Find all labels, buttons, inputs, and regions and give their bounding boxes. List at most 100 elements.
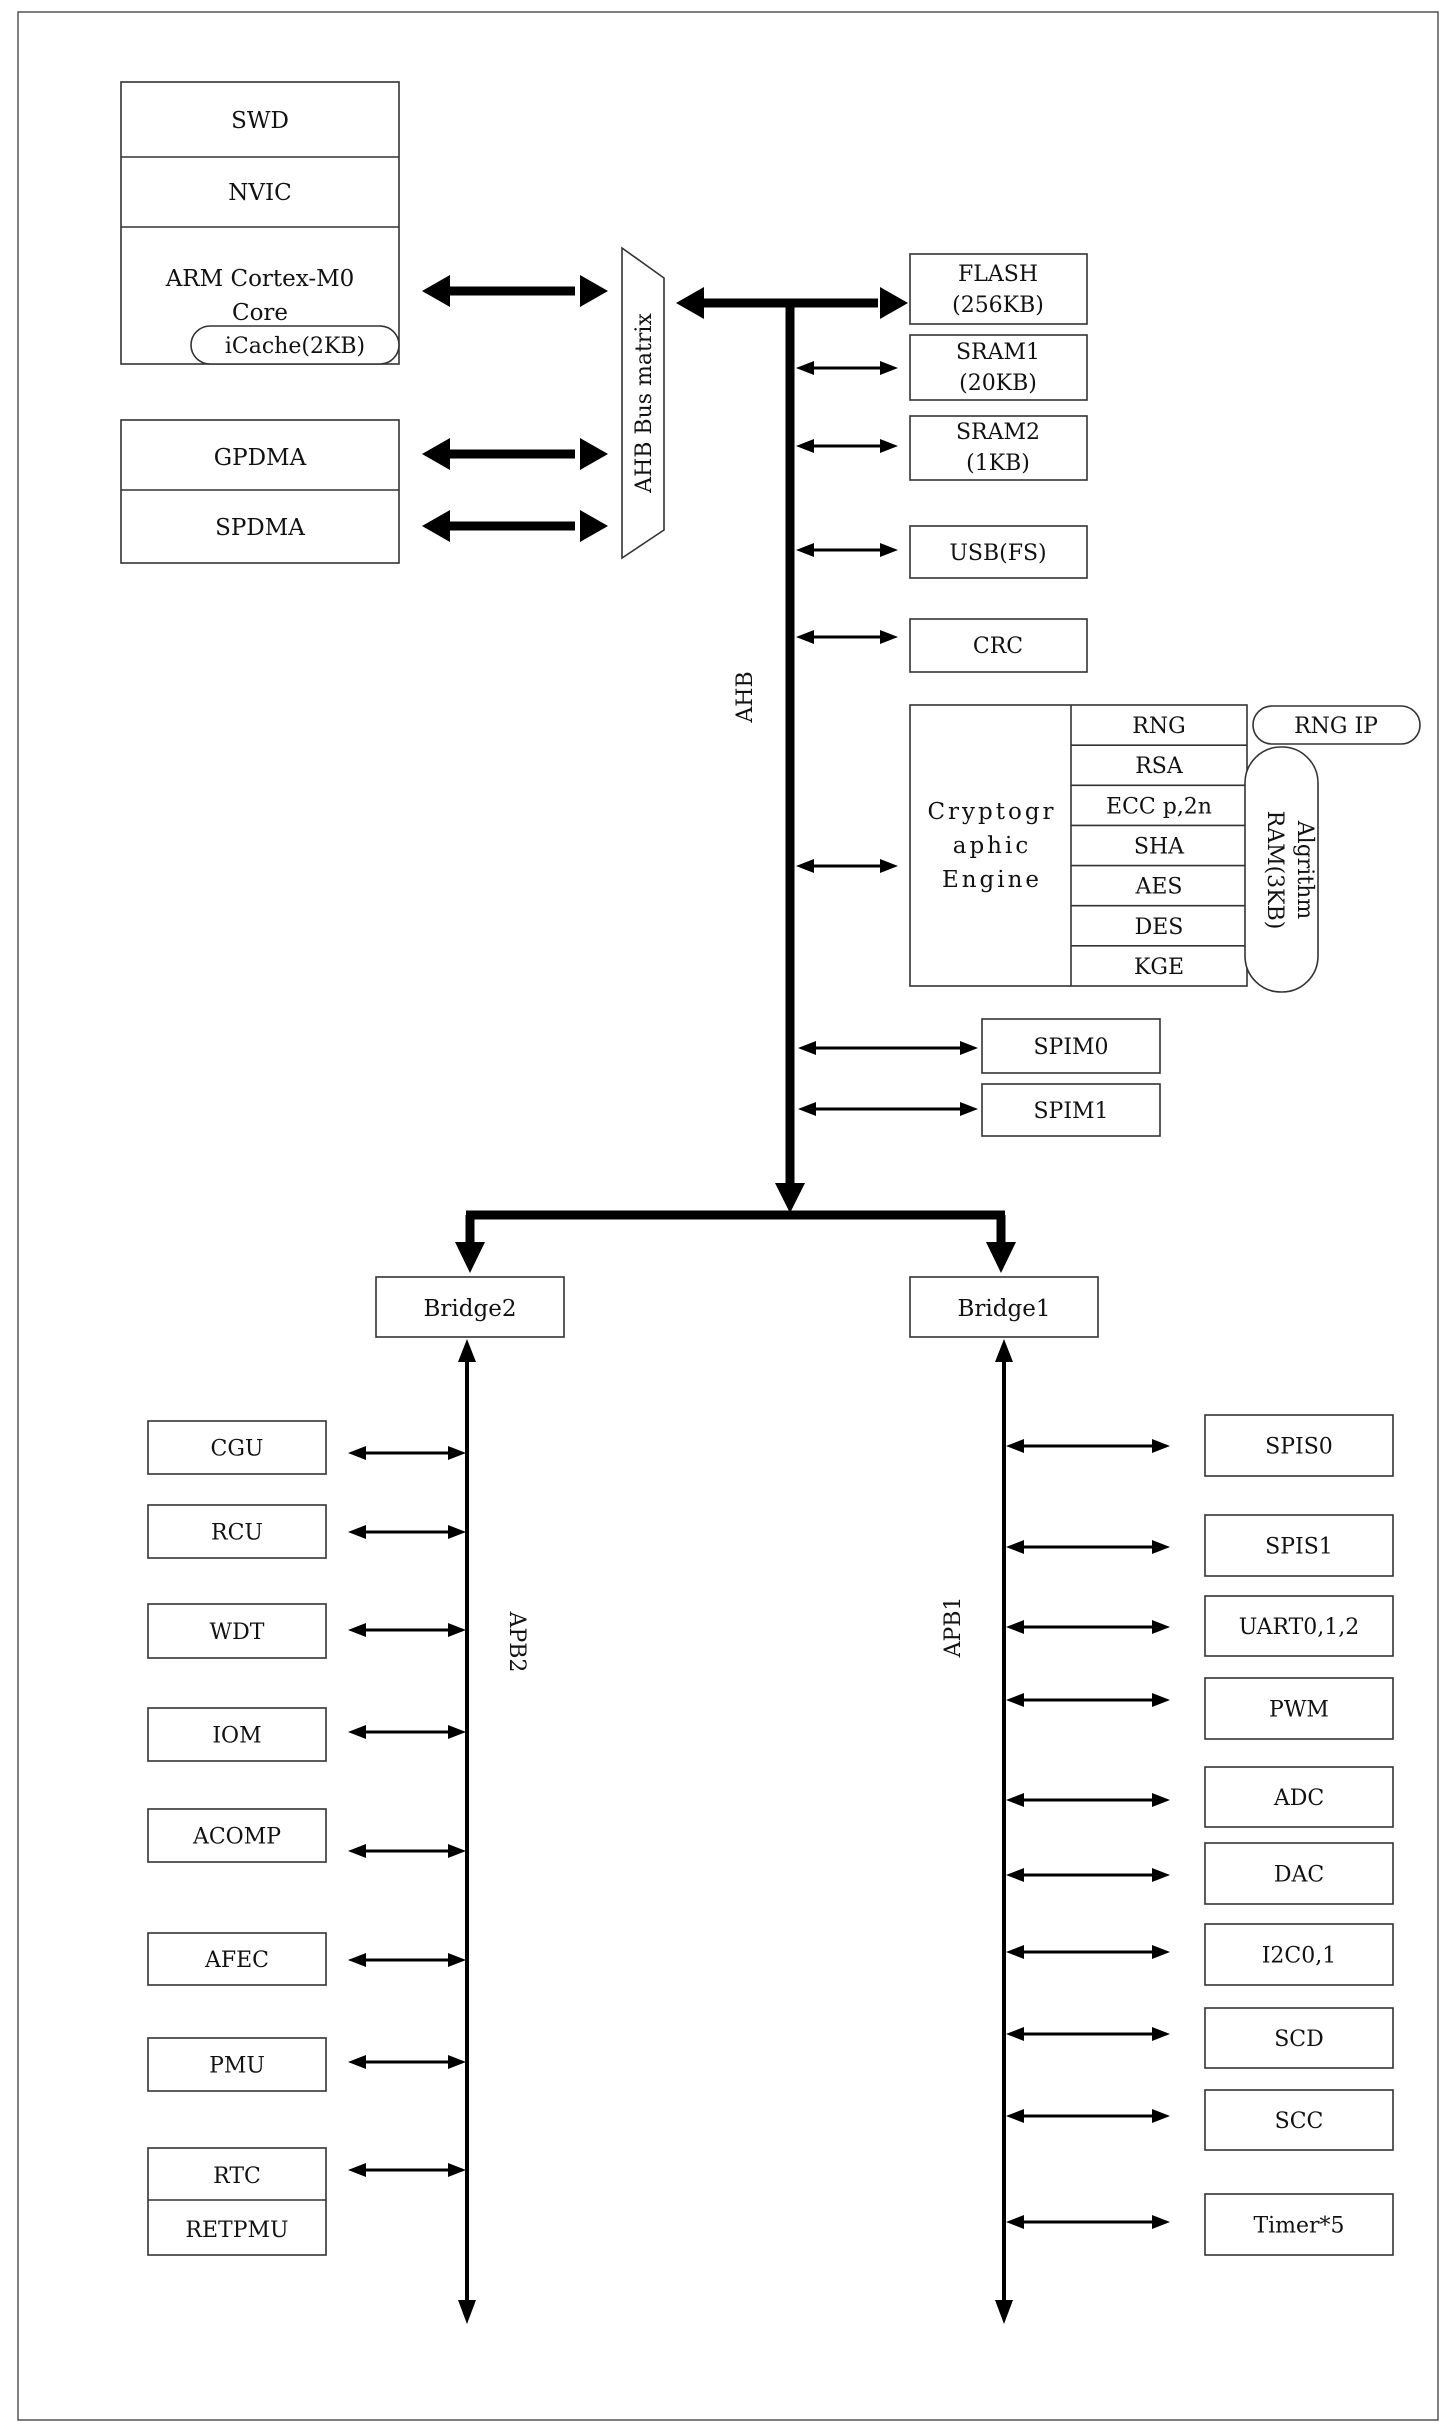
icache-pill	[190, 325, 400, 365]
spim0-label: SPIM0	[1033, 1035, 1108, 1060]
apb1-adc-box: ADC	[1006, 1766, 1394, 1828]
flash-box: FLASH (256KB)	[909, 253, 1088, 325]
bridge2-box: Bridge2	[375, 1276, 565, 1338]
apb2-acomp-box: ACOMP	[147, 1808, 466, 1863]
crypto-label-line1: Cryptogr	[927, 799, 1056, 825]
apb1-spis0-label: SPIS0	[1265, 1435, 1333, 1460]
retpmu-label: RETPMU	[185, 2218, 288, 2243]
apb2-iom-box: IOM	[147, 1707, 466, 1762]
crypto-module-kge: KGE	[1134, 955, 1184, 980]
apb1-label: APB1	[941, 1597, 966, 1659]
apb2-pmu-box: PMU	[147, 2037, 466, 2092]
core-label-line2: Core	[232, 300, 288, 326]
crypto-module-rsa: RSA	[1135, 754, 1184, 779]
apb1-pwm-label: PWM	[1269, 1698, 1329, 1723]
dma-block-outline	[120, 419, 400, 564]
sram1-size: (20KB)	[959, 371, 1037, 396]
dma-block: GPDMA SPDMA	[120, 419, 400, 564]
sram2-box: SRAM2 (1KB)	[909, 415, 1088, 481]
sram1-box: SRAM1 (20KB)	[909, 334, 1088, 401]
apb2-cgu-box: CGU	[147, 1420, 466, 1475]
cpu-block: SWD NVIC ARM Cortex-M0 Core iCache(2KB)	[120, 81, 400, 365]
sram2-size: (1KB)	[966, 451, 1030, 476]
apb1-timer-5-box: Timer*5	[1006, 2193, 1394, 2256]
ahb-bus-matrix: AHB Bus matrix	[621, 246, 665, 560]
crc-box: CRC	[909, 618, 1088, 673]
algorithm-ram-pill: Algrithm RAM(3KB)	[1244, 746, 1319, 993]
ahb-label: AHB	[733, 671, 758, 723]
algo-ram-label-line1: Algrithm	[1292, 820, 1317, 920]
spim1-box: SPIM1	[981, 1083, 1161, 1137]
apb2-label: APB2	[504, 1611, 529, 1673]
apb1-spis0-box: SPIS0	[1006, 1414, 1394, 1477]
apb2-cgu-label: CGU	[211, 1437, 264, 1462]
crypto-label-line3: Engine	[942, 867, 1042, 893]
sram2-label: SRAM2	[956, 420, 1040, 445]
apb1-i2c0-1-box: I2C0,1	[1006, 1923, 1394, 1986]
apb1-adc-label: ADC	[1273, 1786, 1324, 1811]
crypto-module-ecc-p-2n: ECC p,2n	[1106, 794, 1212, 819]
rng-ip-label: RNG IP	[1294, 714, 1378, 739]
algo-ram-label-line2: RAM(3KB)	[1262, 811, 1287, 930]
ahb-branch-arrows	[796, 361, 978, 1116]
rtc-retpmu-box: RTC RETPMU	[147, 2147, 466, 2256]
rtc-label: RTC	[213, 2164, 261, 2189]
crypto-module-aes: AES	[1134, 875, 1182, 900]
bridge1-label: Bridge1	[958, 1296, 1051, 1322]
cpu-block-outline	[120, 81, 400, 365]
apb1-scc-box: SCC	[1006, 2089, 1394, 2151]
crypto-engine-outline	[909, 704, 1248, 987]
crypto-module-des: DES	[1135, 915, 1184, 940]
nvic-label: NVIC	[228, 180, 291, 206]
apb2-peripheral-list: CGU RCU WDT IOM ACOMP AFEC PMU	[147, 1420, 466, 2092]
flash-label: FLASH	[958, 262, 1038, 287]
apb2-afec-label: AFEC	[204, 1948, 269, 1973]
apb1-dac-label: DAC	[1274, 1863, 1324, 1888]
core-label-line1: ARM Cortex-M0	[165, 266, 355, 292]
apb1-dac-box: DAC	[1006, 1842, 1394, 1905]
apb2-rcu-label: RCU	[211, 1521, 263, 1546]
apb1-scd-label: SCD	[1274, 2027, 1324, 2052]
bridge2-label: Bridge2	[424, 1296, 517, 1322]
apb1-scd-box: SCD	[1006, 2007, 1394, 2069]
apb1-timer-5-label: Timer*5	[1253, 2214, 1344, 2239]
apb2-afec-box: AFEC	[147, 1932, 466, 1986]
apb2-wdt-box: WDT	[147, 1603, 466, 1659]
spim0-box: SPIM0	[981, 1018, 1161, 1074]
apb1-uart0-1-2-box: UART0,1,2	[1006, 1595, 1394, 1657]
usb-box: USB(FS)	[909, 525, 1088, 579]
bridge1-box: Bridge1	[909, 1276, 1099, 1338]
gpdma-label: GPDMA	[214, 445, 307, 471]
apb1-spis1-box: SPIS1	[1006, 1514, 1394, 1577]
spim1-label: SPIM1	[1033, 1099, 1108, 1124]
apb1-i2c0-1-label: I2C0,1	[1262, 1944, 1337, 1969]
flash-size: (256KB)	[952, 293, 1044, 318]
crypto-module-rng: RNG	[1132, 714, 1185, 739]
icache-label: iCache(2KB)	[225, 334, 365, 359]
crypto-module-sha: SHA	[1134, 835, 1185, 860]
usb-label: USB(FS)	[949, 541, 1046, 566]
apb2-iom-label: IOM	[212, 1724, 261, 1749]
apb2-acomp-label: ACOMP	[192, 1825, 281, 1850]
sram1-label: SRAM1	[956, 340, 1040, 365]
bridge-split	[455, 1210, 1016, 1273]
spdma-label: SPDMA	[215, 515, 305, 541]
apb2-wdt-label: WDT	[210, 1620, 265, 1645]
apb2-rcu-box: RCU	[147, 1504, 466, 1559]
apb1-spis1-label: SPIS1	[1265, 1535, 1333, 1560]
crypto-label-line2: aphic	[953, 833, 1032, 859]
rng-ip-pill: RNG IP	[1252, 705, 1421, 745]
matrix-links	[422, 275, 608, 542]
crc-label: CRC	[973, 634, 1023, 659]
swd-label: SWD	[231, 108, 289, 134]
apb1-uart0-1-2-label: UART0,1,2	[1239, 1615, 1360, 1640]
diagram-frame	[17, 11, 1439, 2421]
ahb-bus: AHB	[676, 287, 908, 1213]
apb1-bus: APB1	[941, 1339, 1013, 2324]
apb1-pwm-box: PWM	[1006, 1677, 1394, 1740]
apb2-bus: APB2	[458, 1339, 529, 2324]
